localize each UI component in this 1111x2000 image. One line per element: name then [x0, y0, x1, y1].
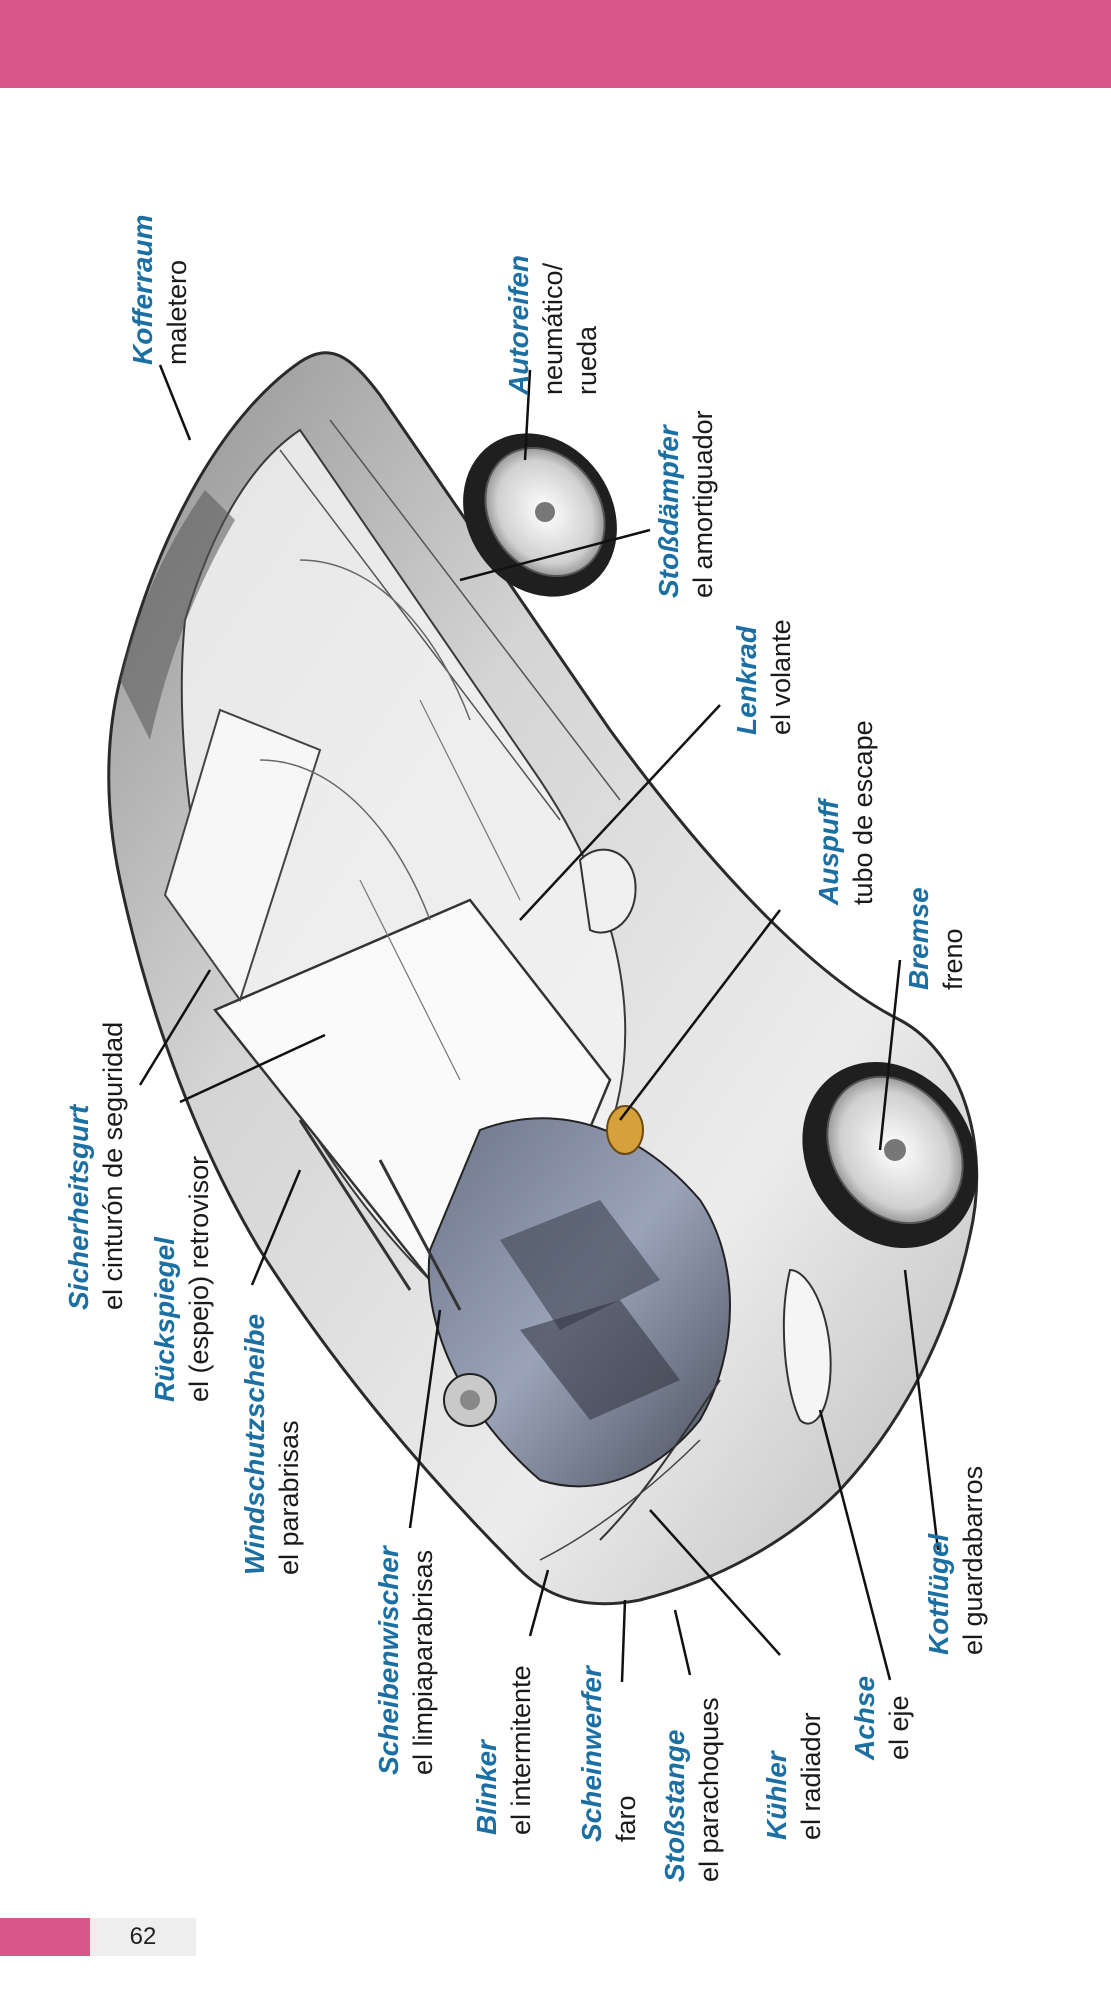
label-term: Windschutzscheibe — [239, 1313, 270, 1575]
leader-auspuff — [619, 909, 781, 1121]
leader-scheibenwischer — [408, 1309, 442, 1529]
label-translation: el volante — [766, 619, 796, 735]
front-wheel — [802, 1061, 978, 1249]
label-stossdaempfer: Stoßdämpfer el amortiguador — [652, 410, 720, 598]
leader-achse — [818, 1409, 892, 1681]
label-scheinwerfer: Scheinwerfer faro — [575, 1666, 643, 1842]
label-term: Bremse — [903, 887, 934, 990]
leader-kotfluegel — [903, 1269, 940, 1551]
leader-rueckspiegel — [179, 1033, 326, 1104]
label-stossstange: Stoßstange el parachoques — [658, 1697, 726, 1882]
leader-scheinwerfer — [620, 1599, 627, 1683]
label-translation: el cinturón de seguridad — [98, 1021, 128, 1310]
label-translation: el parachoques — [694, 1697, 724, 1882]
label-kotfluegel: Kotflügel el guardabarros — [922, 1466, 990, 1655]
label-term: Lenkrad — [731, 626, 762, 735]
label-translation: el amortiguador — [688, 410, 718, 598]
label-translation: el limpiaparabrisas — [408, 1549, 438, 1775]
leader-stossstange — [673, 1609, 692, 1676]
label-sicherheitsgurt: Sicherheitsgurt el cinturón de seguridad — [62, 1022, 130, 1310]
leader-bremse — [878, 959, 902, 1151]
label-term: Rückspiegel — [149, 1237, 180, 1402]
label-translation: maletero — [162, 259, 192, 365]
label-term: Achse — [849, 1675, 880, 1760]
label-term: Kotflügel — [923, 1533, 954, 1655]
label-term: Sicherheitsgurt — [63, 1104, 94, 1310]
label-translation: faro — [611, 1795, 641, 1842]
label-translation: el radiador — [796, 1712, 826, 1840]
leader-windschutzscheibe — [250, 1169, 302, 1286]
label-term: Stoßdämpfer — [653, 425, 684, 598]
leader-kuehler — [649, 1509, 781, 1656]
label-translation: el parabrisas — [274, 1420, 304, 1575]
car-body — [107, 351, 979, 1606]
label-lenkrad: Lenkrad el volante — [730, 619, 798, 735]
label-bremse: Bremse freno — [902, 887, 970, 990]
page-number: 62 — [90, 1918, 196, 1956]
label-translation: freno — [938, 928, 968, 990]
label-term: Blinker — [471, 1740, 502, 1835]
leader-kofferraum — [158, 364, 192, 441]
label-term: Autoreifen — [503, 255, 534, 395]
leader-stossdaempfer — [459, 528, 651, 582]
label-translation: el eje — [884, 1695, 914, 1760]
label-term: Scheibenwischer — [373, 1546, 404, 1775]
label-blinker: Blinker el intermitente — [470, 1665, 538, 1835]
label-translation: el guardabarros — [958, 1465, 988, 1655]
leader-lines — [138, 364, 940, 1683]
label-windschutzscheibe: Windschutzscheibe el parabrisas — [238, 1314, 306, 1575]
label-scheibenwischer: Scheibenwischer el limpiaparabrisas — [372, 1546, 440, 1775]
leader-autoreifen — [523, 369, 532, 461]
label-translation: tubo de escape — [848, 720, 878, 905]
label-kuehler: Kühler el radiador — [760, 1712, 828, 1840]
label-term: Kofferraum — [127, 214, 158, 365]
footer-accent-band — [0, 1918, 90, 1956]
leader-blinker — [528, 1569, 550, 1637]
label-kofferraum: Kofferraum maletero — [126, 215, 194, 365]
label-autoreifen: Autoreifen neumático/ rueda — [502, 255, 604, 395]
label-translation: neumático/ rueda — [538, 262, 602, 395]
top-banner — [0, 0, 1111, 88]
label-achse: Achse el eje — [848, 1676, 916, 1760]
label-auspuff: Auspuff tubo de escape — [812, 720, 880, 905]
leader-sicherheitsgurt — [138, 969, 212, 1086]
leader-lenkrad — [519, 704, 721, 921]
label-term: Scheinwerfer — [576, 1666, 607, 1842]
label-term: Auspuff — [813, 799, 844, 905]
label-rueckspiegel: Rückspiegel el (espejo) retrovisor — [148, 1156, 216, 1402]
label-term: Kühler — [761, 1751, 792, 1840]
label-translation: el intermitente — [506, 1665, 536, 1835]
rear-wheel — [463, 433, 617, 597]
label-term: Stoßstange — [659, 1729, 690, 1882]
label-translation: el (espejo) retrovisor — [184, 1155, 214, 1402]
